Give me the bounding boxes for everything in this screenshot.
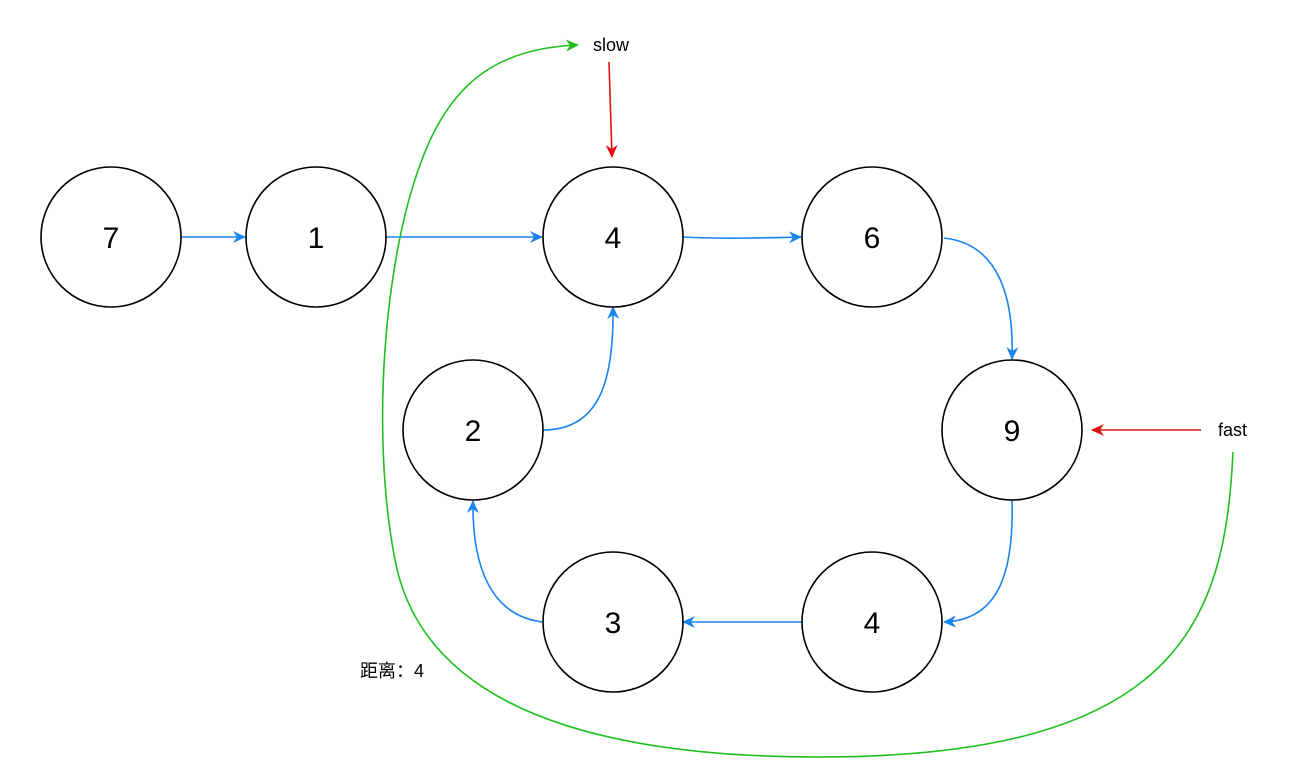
node-value: 3 xyxy=(605,607,622,640)
list-node-n3: 3 xyxy=(542,551,684,693)
node-circle xyxy=(40,166,182,308)
node-circle xyxy=(245,166,387,308)
list-node-n4b: 4 xyxy=(801,551,943,693)
fast-pointer-label: fast xyxy=(1218,420,1247,440)
list-node-n6: 6 xyxy=(801,166,943,308)
node-value: 6 xyxy=(864,222,881,255)
slow-pointer-label: slow xyxy=(593,35,630,55)
node-circle xyxy=(941,359,1083,501)
link-arrow-n6-n9 xyxy=(943,237,1019,360)
list-node-n2: 2 xyxy=(402,359,544,501)
node-value: 7 xyxy=(103,222,120,255)
distance-curve-arrow xyxy=(381,39,1234,758)
node-value: 1 xyxy=(308,222,325,255)
node-circle xyxy=(801,166,943,308)
node-circle xyxy=(402,359,544,501)
link-arrow-n9-n4b xyxy=(943,499,1013,628)
link-arrow-n3-n2 xyxy=(466,500,544,623)
nodes-layer: 7 1 4 6 9 4 3 2 xyxy=(40,166,1083,693)
node-value: 2 xyxy=(465,415,482,448)
list-node-n9: 9 xyxy=(941,359,1083,501)
list-node-n1: 1 xyxy=(245,166,387,308)
node-value: 9 xyxy=(1004,415,1021,448)
node-value: 4 xyxy=(864,607,881,640)
list-node-n7: 7 xyxy=(40,166,182,308)
node-circle xyxy=(542,551,684,693)
list-node-n4a: 4 xyxy=(542,166,684,308)
edges-layer xyxy=(181,39,1234,758)
node-value: 4 xyxy=(605,222,622,255)
node-circle xyxy=(542,166,684,308)
slow-pointer-arrow xyxy=(605,61,618,158)
link-arrow-n4a-n6 xyxy=(682,231,802,244)
node-circle xyxy=(801,551,943,693)
distance-label: 距离：4 xyxy=(360,661,424,681)
link-arrow-n2-n4a xyxy=(542,306,620,431)
